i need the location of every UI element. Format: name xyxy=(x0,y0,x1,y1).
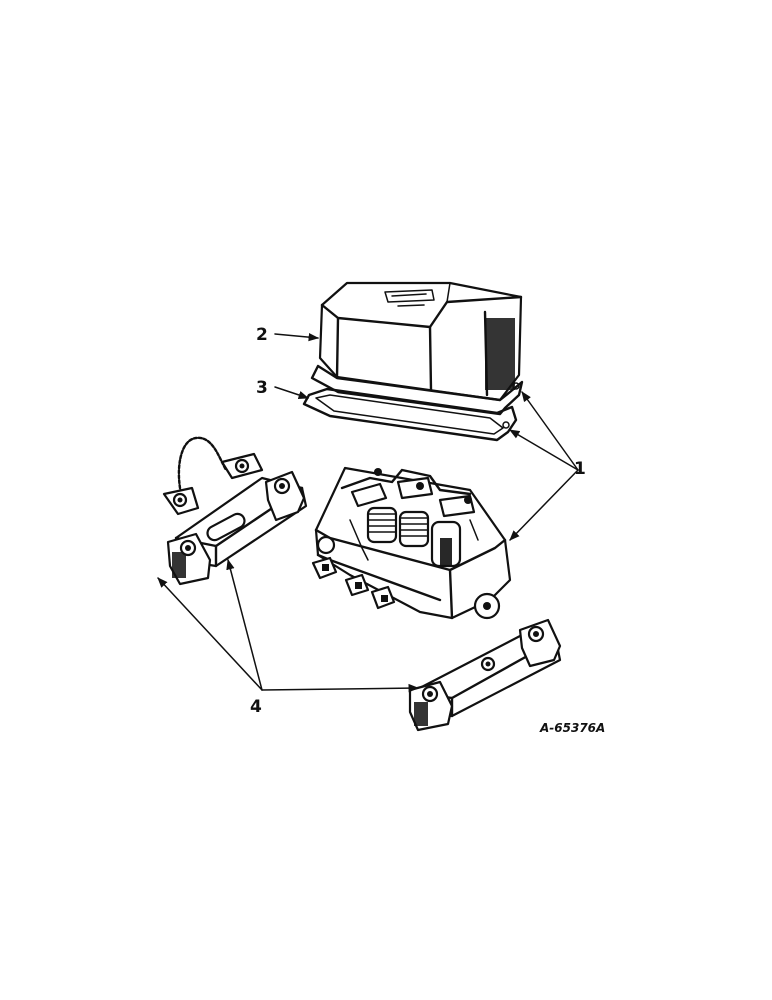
regulator-coils xyxy=(366,506,462,568)
regulator-cover xyxy=(318,281,523,402)
figure-reference: A-65376A xyxy=(539,721,605,735)
regulator-base xyxy=(311,466,512,620)
contact-armatures xyxy=(340,468,479,561)
base-terminals xyxy=(311,556,396,610)
callout-gasket: 3 xyxy=(256,378,268,398)
callout-mounting-parts: 4 xyxy=(250,697,262,717)
cover-gasket xyxy=(302,364,524,442)
ground-strap xyxy=(162,436,264,516)
cover-nameplate xyxy=(384,289,435,307)
mounting-bracket-left xyxy=(166,470,308,586)
leader-lines xyxy=(157,332,579,693)
mounting-bracket-right xyxy=(408,618,562,732)
callout-regulator-assembly: 1 xyxy=(574,459,586,479)
callout-cover: 2 xyxy=(256,325,268,345)
